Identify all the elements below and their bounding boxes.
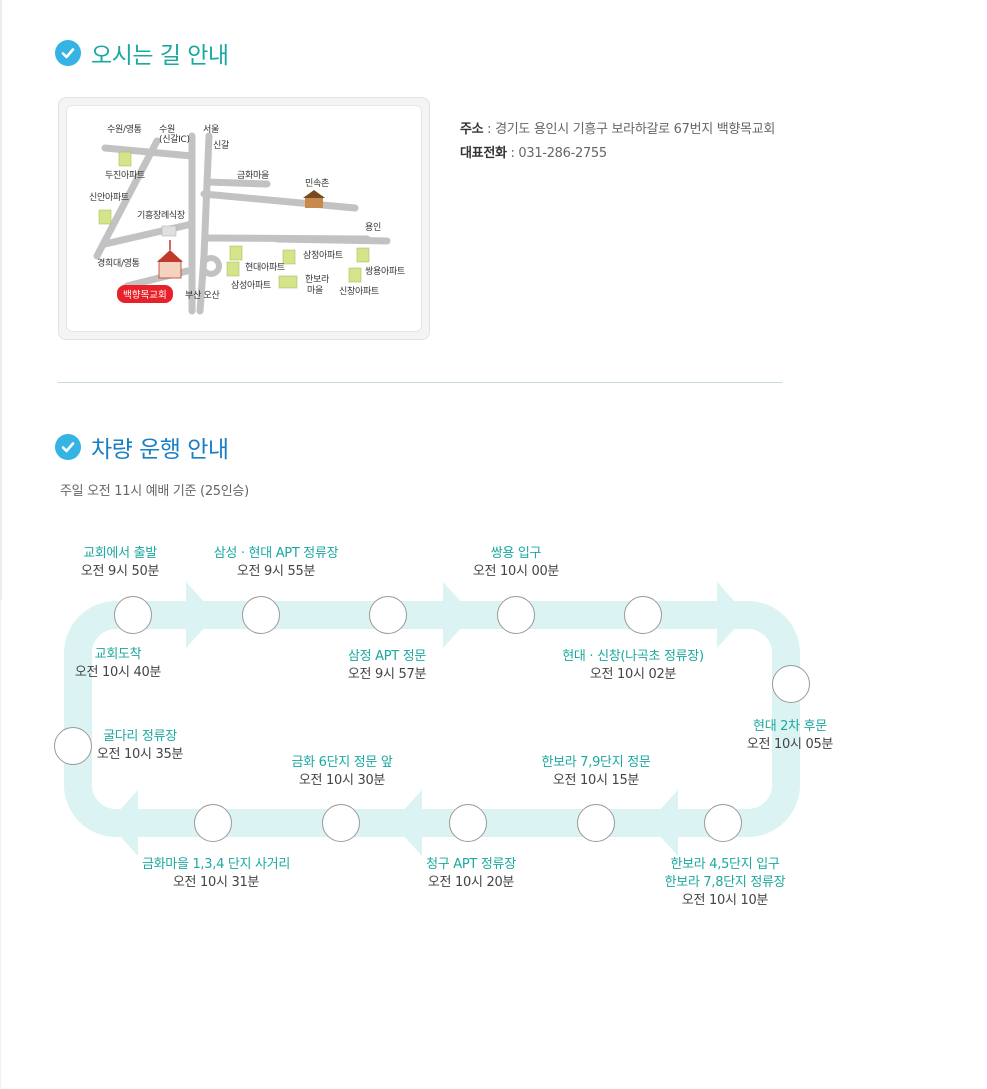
route-loop xyxy=(64,601,800,837)
stop-label-6: 현대 2차 후문 오전 10시 05분 xyxy=(746,719,834,752)
left-border-lower xyxy=(0,600,1,1089)
phone-line: 대표전화 : 031-286-2755 xyxy=(460,142,607,161)
shuttle-stop-11 xyxy=(194,804,232,842)
shuttle-section-title: 차량 운행 안내 xyxy=(55,430,229,464)
map-label: 삼성아파트 xyxy=(231,281,271,291)
map-label: 현대아파트 xyxy=(245,263,285,273)
church-map-tag: 백향목교회 xyxy=(117,285,173,303)
shuttle-stop-10 xyxy=(322,804,360,842)
check-icon xyxy=(55,434,81,460)
route-arrow-left xyxy=(392,790,422,856)
route-arrow-right xyxy=(186,582,216,648)
shuttle-stop-1 xyxy=(114,596,152,634)
map-label: 삼정아파트 xyxy=(303,251,343,261)
map-label: 수원/영통 xyxy=(107,125,142,135)
directions-title-text: 오시는 길 안내 xyxy=(91,43,229,69)
stop-label-12: 굴다리 정류장 오전 10시 35분 xyxy=(96,729,184,762)
shuttle-subtitle: 주일 오전 11시 예배 기준 (25인승) xyxy=(60,484,249,499)
phone-value: : 031-286-2755 xyxy=(506,146,607,161)
stop-label-1: 교회에서 출발 오전 9시 50분 xyxy=(80,546,160,579)
shuttle-stop-2 xyxy=(242,596,280,634)
map-roads xyxy=(93,132,391,315)
route-arrow-left xyxy=(648,790,678,856)
stop-label-4: 쌍용 입구 오전 10시 00분 xyxy=(472,546,560,579)
shuttle-stop-7 xyxy=(704,804,742,842)
stop-label-13: 교회도착 오전 10시 40분 xyxy=(74,647,162,680)
shuttle-stop-3 xyxy=(369,596,407,634)
stop-label-5: 현대 · 신창(나곡초 정류장) 오전 10시 02분 xyxy=(562,649,704,682)
map-label: 기흥장례식장 xyxy=(137,211,185,221)
shuttle-title-text: 차량 운행 안내 xyxy=(91,437,229,463)
map-label: 쌍용아파트 xyxy=(365,267,405,277)
shuttle-stop-8 xyxy=(577,804,615,842)
map-label: 신갈 xyxy=(213,141,229,151)
stop-label-8: 한보라 7,9단지 정문 오전 10시 15분 xyxy=(541,755,651,788)
stop-label-2: 삼성 · 현대 APT 정류장 오전 9시 55분 xyxy=(213,546,339,579)
shuttle-stop-4 xyxy=(497,596,535,634)
stop-label-11: 금화마을 1,3,4 단지 사거리 오전 10시 31분 xyxy=(141,857,290,890)
map-label: 용인 xyxy=(365,223,381,233)
stop-label-3: 삼정 APT 정문 오전 9시 57분 xyxy=(347,649,427,682)
map-label: 금화마을 xyxy=(237,171,269,181)
shuttle-stop-5 xyxy=(624,596,662,634)
shuttle-stop-9 xyxy=(449,804,487,842)
left-border xyxy=(0,0,2,600)
section-divider xyxy=(58,382,782,383)
map-label: 두진아파트 xyxy=(105,171,145,181)
address-label: 주소 xyxy=(460,122,484,137)
address-line: 주소 : 경기도 용인시 기흥구 보라하갈로 67번지 백향목교회 xyxy=(460,118,775,137)
map-label: (신갈IC) xyxy=(159,135,190,145)
route-arrow-right xyxy=(443,582,473,648)
map-label: 한보라 xyxy=(305,275,329,285)
directions-section-title: 오시는 길 안내 xyxy=(55,36,229,70)
map-label: 서울 xyxy=(203,125,219,135)
check-icon xyxy=(55,40,81,66)
route-arrow-left xyxy=(108,790,138,856)
map-label: 부산 오산 xyxy=(185,291,220,301)
stop-label-10: 금화 6단지 정문 앞 오전 10시 30분 xyxy=(291,755,393,788)
phone-label: 대표전화 xyxy=(460,146,507,161)
map-label: 수원 xyxy=(159,125,175,135)
stop-label-7: 한보라 4,5단지 입구 한보라 7,8단지 정류장 오전 10시 10분 xyxy=(664,857,786,908)
map-label: 신안아파트 xyxy=(89,193,129,203)
route-arrow-right xyxy=(717,582,747,648)
map-label: 경희대/영통 xyxy=(97,259,140,269)
stop-label-9: 청구 APT 정류장 오전 10시 20분 xyxy=(426,857,516,890)
map-label: 마을 xyxy=(307,286,323,296)
shuttle-stop-6 xyxy=(772,665,810,703)
location-map: 수원/영통 수원 (신갈IC) 서울 신갈 두진아파트 금화마을 민속촌 신안아… xyxy=(58,97,430,340)
map-label: 민속촌 xyxy=(305,179,329,189)
map-canvas: 수원/영통 수원 (신갈IC) 서울 신갈 두진아파트 금화마을 민속촌 신안아… xyxy=(66,105,422,332)
map-label: 신창아파트 xyxy=(339,287,379,297)
address-value: : 경기도 용인시 기흥구 보라하갈로 67번지 백향목교회 xyxy=(483,122,776,137)
shuttle-stop-12 xyxy=(54,727,92,765)
